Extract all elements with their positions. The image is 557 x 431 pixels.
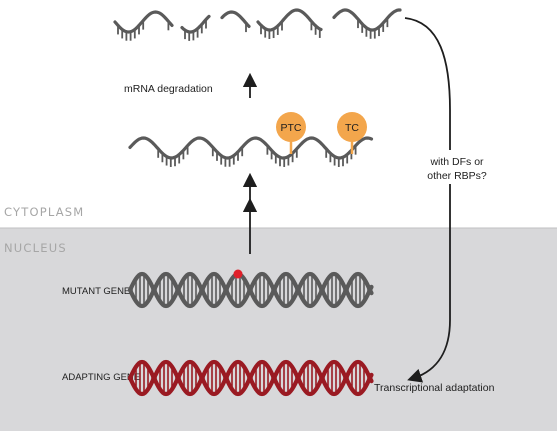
mutant-gene-label: MUTANT GENE bbox=[62, 286, 130, 297]
mrna-fragment-1 bbox=[113, 10, 174, 41]
mutant-gene-dna bbox=[127, 271, 374, 309]
side-label-backdrop bbox=[424, 150, 490, 184]
mutant-mrna-strand bbox=[128, 136, 374, 167]
mrna-fragment-2 bbox=[180, 14, 211, 41]
mrna-fragment-4 bbox=[256, 8, 323, 39]
mrna-fragment-5 bbox=[332, 8, 402, 39]
ptc-marker: PTC bbox=[276, 112, 306, 154]
mrna-fragment-3 bbox=[220, 10, 251, 33]
side-question-line-2: other RBPs? bbox=[427, 170, 487, 182]
adapting-gene-dna bbox=[127, 359, 374, 397]
transcriptional-adaptation-label: Transcriptional adaptation bbox=[374, 382, 495, 394]
mrna-degradation-label: mRNA degradation bbox=[124, 83, 213, 95]
side-question-line-1: with DFs or bbox=[429, 156, 484, 168]
tc-badge bbox=[337, 112, 367, 142]
cytoplasm-label: CYTOPLASM bbox=[4, 205, 84, 219]
ptc-label: PTC bbox=[281, 122, 302, 134]
mutation-dot bbox=[233, 269, 243, 279]
ptc-badge bbox=[276, 112, 306, 142]
feedback-curved-arrow bbox=[404, 17, 451, 383]
nucleus-label: NUCLEUS bbox=[4, 241, 67, 255]
nucleus-region bbox=[0, 228, 557, 431]
tc-marker: TC bbox=[337, 112, 367, 154]
adapting-gene-label: ADAPTING GENE bbox=[62, 372, 140, 383]
tc-label: TC bbox=[345, 122, 359, 134]
